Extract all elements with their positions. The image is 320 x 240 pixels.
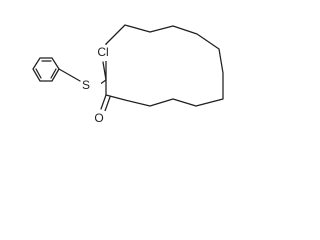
sulfur-label-background bbox=[87, 77, 101, 93]
benzene-double-bond-left bbox=[35, 68, 42, 79]
oxygen-atom-label: O bbox=[94, 111, 103, 125]
chlorine-atom-label: Cl bbox=[97, 45, 108, 59]
benzene-ring-outline bbox=[32, 57, 60, 82]
atom-labels: S Cl O bbox=[82, 45, 112, 127]
chemical-structure-diagram: S Cl O bbox=[0, 0, 244, 147]
carbonyl-double-bond bbox=[104, 96, 111, 112]
molecule-drawing: S Cl O bbox=[32, 24, 224, 127]
benzene-double-bond-right bbox=[50, 68, 57, 79]
carbonyl-carbon-oxygen-bond bbox=[100, 94, 107, 110]
chlorine-label-background bbox=[94, 45, 112, 61]
cyclotridecane-ring-bonds bbox=[105, 24, 224, 107]
sulfur-atom-label: S bbox=[82, 78, 90, 92]
oxygen-label-background bbox=[92, 111, 106, 127]
benzene-ring bbox=[32, 57, 60, 82]
phenyl-sulfur-bond bbox=[58, 68, 81, 82]
